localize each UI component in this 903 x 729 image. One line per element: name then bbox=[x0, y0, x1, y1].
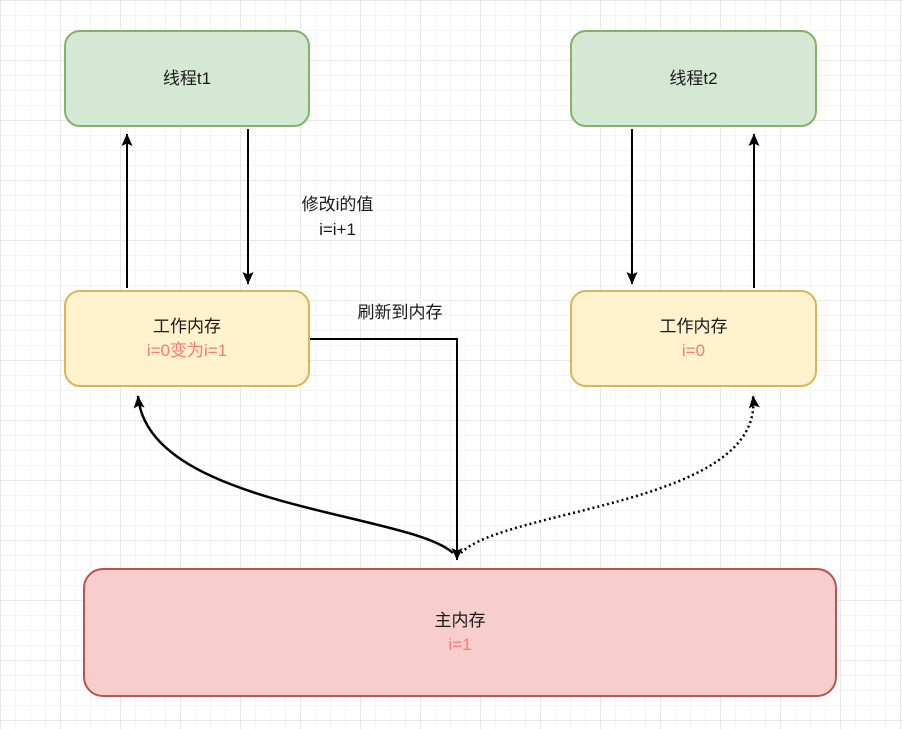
edge-label-modify-line2: i=i+1 bbox=[319, 220, 356, 239]
working-memory-t1-value: i=0变为i=1 bbox=[146, 340, 228, 360]
thread-t2-label: 线程t2 bbox=[669, 68, 718, 88]
edge-label-modify-line1: 修改i的值 bbox=[301, 195, 374, 214]
arrow-flush-to-main bbox=[310, 338, 463, 561]
edge-label-flush: 刷新到内存 bbox=[357, 303, 443, 322]
edge-label-modify: 修改i的值 i=i+1 bbox=[260, 192, 415, 242]
arrow-main-to-wm2-dotted bbox=[460, 395, 760, 554]
node-thread-t1: 线程t1 bbox=[64, 30, 310, 127]
arrow-main-to-wm1 bbox=[133, 395, 454, 554]
working-memory-t1-label: 工作内存 bbox=[153, 316, 221, 336]
node-working-memory-t1: 工作内存 i=0变为i=1 bbox=[64, 290, 310, 387]
node-thread-t2: 线程t2 bbox=[570, 30, 817, 127]
working-memory-t2-value: i=0 bbox=[681, 340, 706, 360]
main-memory-value: i=1 bbox=[448, 634, 472, 654]
node-main-memory: 主内存 i=1 bbox=[83, 568, 837, 697]
thread-t1-label: 线程t1 bbox=[162, 68, 212, 88]
node-working-memory-t2: 工作内存 i=0 bbox=[570, 290, 817, 387]
working-memory-t2-label: 工作内存 bbox=[659, 316, 728, 336]
main-memory-label: 主内存 bbox=[434, 610, 486, 630]
